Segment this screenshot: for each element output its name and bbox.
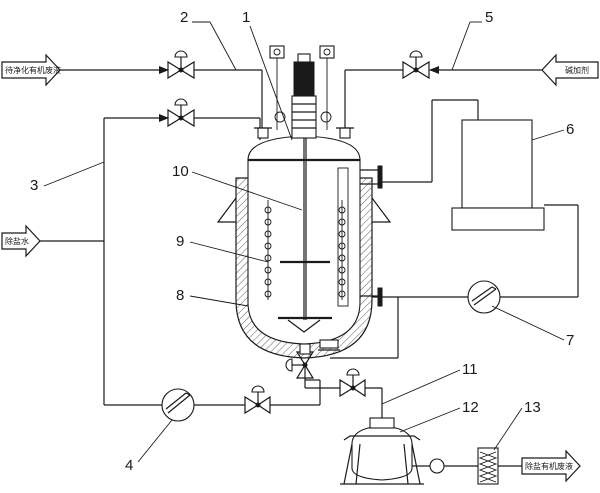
storage-tank-6: [451, 119, 545, 231]
callout-1: 1: [242, 9, 250, 26]
callout-2: 2: [180, 9, 188, 26]
pump-4: [161, 388, 195, 422]
valve-top-right: [402, 50, 430, 80]
output-arrow: 除盐有机废液: [521, 449, 581, 483]
callout-4: 4: [125, 457, 133, 474]
pump-7: [467, 280, 501, 314]
callouts: 1 2 3 4 5 6 7 8 9 10 11 12 13: [30, 9, 574, 474]
callout-6: 6: [566, 121, 574, 138]
callout-3: 3: [30, 177, 38, 194]
input-side-label: 除盐水: [5, 236, 29, 246]
callout-10: 10: [172, 163, 189, 180]
callout-8: 8: [176, 287, 184, 304]
callout-12: 12: [462, 399, 479, 416]
pipelines: [40, 66, 579, 467]
valve-bottom-return: [244, 385, 271, 415]
valve-bottom-outlet: [339, 368, 366, 398]
input-arrow-side: 除盐水: [1, 224, 41, 258]
callout-5: 5: [485, 9, 493, 26]
callout-9: 9: [176, 233, 184, 250]
callout-7: 7: [566, 332, 574, 349]
filter-13: [477, 447, 499, 485]
input-left-label: 待净化有机废液: [5, 65, 61, 75]
reactor-vessel: [216, 45, 392, 359]
input-right-label: 碱加剂: [565, 65, 589, 75]
output-label: 除盐有机废液: [525, 461, 573, 471]
input-arrow-left: 待净化有机废液: [1, 53, 61, 87]
callout-11: 11: [462, 361, 478, 378]
centrifuge-12: [340, 417, 445, 485]
callout-13: 13: [524, 399, 541, 416]
valve-top-left: [167, 50, 195, 80]
input-arrow-right: 碱加剂: [541, 53, 599, 87]
valve-second-line: [167, 98, 195, 128]
